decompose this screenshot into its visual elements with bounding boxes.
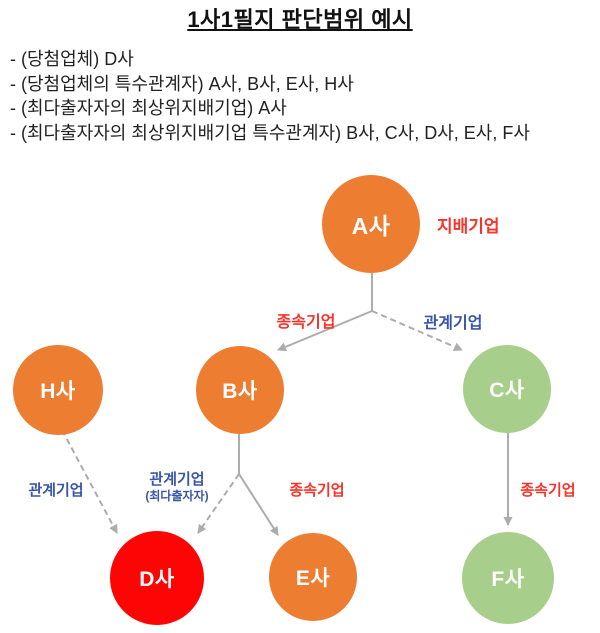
node-company-f: F사 (462, 532, 554, 624)
label-b-d-affiliate: 관계기업 (최다출자자) (145, 471, 208, 505)
label-b-d-affiliate-main: 관계기업 (149, 471, 205, 488)
edge-a-to-b-solid (277, 310, 373, 352)
bullet-winner-related: - (당첨업체의 특수관계자) A사, B사, E사, H사 (10, 73, 354, 94)
node-company-a: A사 (322, 175, 420, 273)
bullet-top-parent: - (최다출자자의 최상위지배기업) A사 (10, 98, 287, 118)
node-company-c: C사 (463, 345, 551, 433)
label-b-d-largest-shareholder: (최다출자자) (145, 489, 209, 503)
edge-a-to-c-dashed (371, 310, 463, 351)
page-title: 1사1필지 판단범위 예시 (187, 7, 413, 32)
node-company-b: B사 (196, 346, 284, 434)
label-parent-company: 지배기업 (437, 217, 500, 236)
edge-b-to-e-solid (238, 473, 279, 536)
bullet-list: - (당첨업체) D사 - (당첨업체의 특수관계자) A사, B사, E사, … (10, 47, 598, 145)
bullet-top-parent-related: - (최다출자자의 최상위지배기업 특수관계자) B사, C사, D사, E사,… (10, 122, 530, 143)
label-a-c-affiliate: 관계기업 (423, 315, 483, 332)
label-a-b-subsidiary: 종속기업 (276, 314, 336, 331)
label-h-d-affiliate: 관계기업 (28, 482, 84, 499)
edge-b-to-d-dashed (197, 473, 240, 534)
label-c-f-subsidiary: 종속기업 (520, 482, 576, 499)
node-company-h: H사 (13, 345, 103, 435)
node-company-e: E사 (269, 533, 357, 621)
bullet-winner: - (당첨업체) D사 (10, 49, 134, 69)
node-company-d: D사 (110, 531, 204, 625)
label-b-e-subsidiary: 종속기업 (289, 482, 345, 499)
